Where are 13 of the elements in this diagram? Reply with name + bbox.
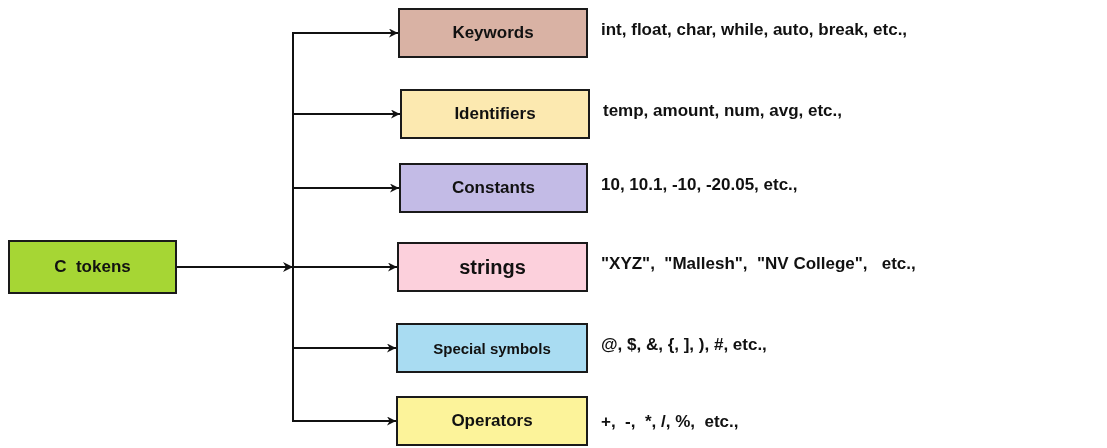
- example-text: int, float, char, while, auto, break, etc.,: [601, 20, 908, 40]
- example-text: @, $, &, {, ], ), #, etc.,: [601, 335, 767, 355]
- example-text: "XYZ", "Mallesh", "NV College", etc.,: [601, 254, 916, 274]
- category-box: Constants: [399, 163, 588, 213]
- category-box: strings: [397, 242, 588, 292]
- example-text: 10, 10.1, -10, -20.05, etc.,: [601, 175, 798, 195]
- category-box: Identifiers: [400, 89, 590, 139]
- category-box: Operators: [396, 396, 588, 446]
- category-box: Special symbols: [396, 323, 588, 373]
- example-text: temp, amount, num, avg, etc.,: [603, 101, 842, 121]
- example-text: +, -, *, /, %, etc.,: [601, 412, 739, 432]
- category-box: Keywords: [398, 8, 588, 58]
- root-box: C tokens: [8, 240, 177, 294]
